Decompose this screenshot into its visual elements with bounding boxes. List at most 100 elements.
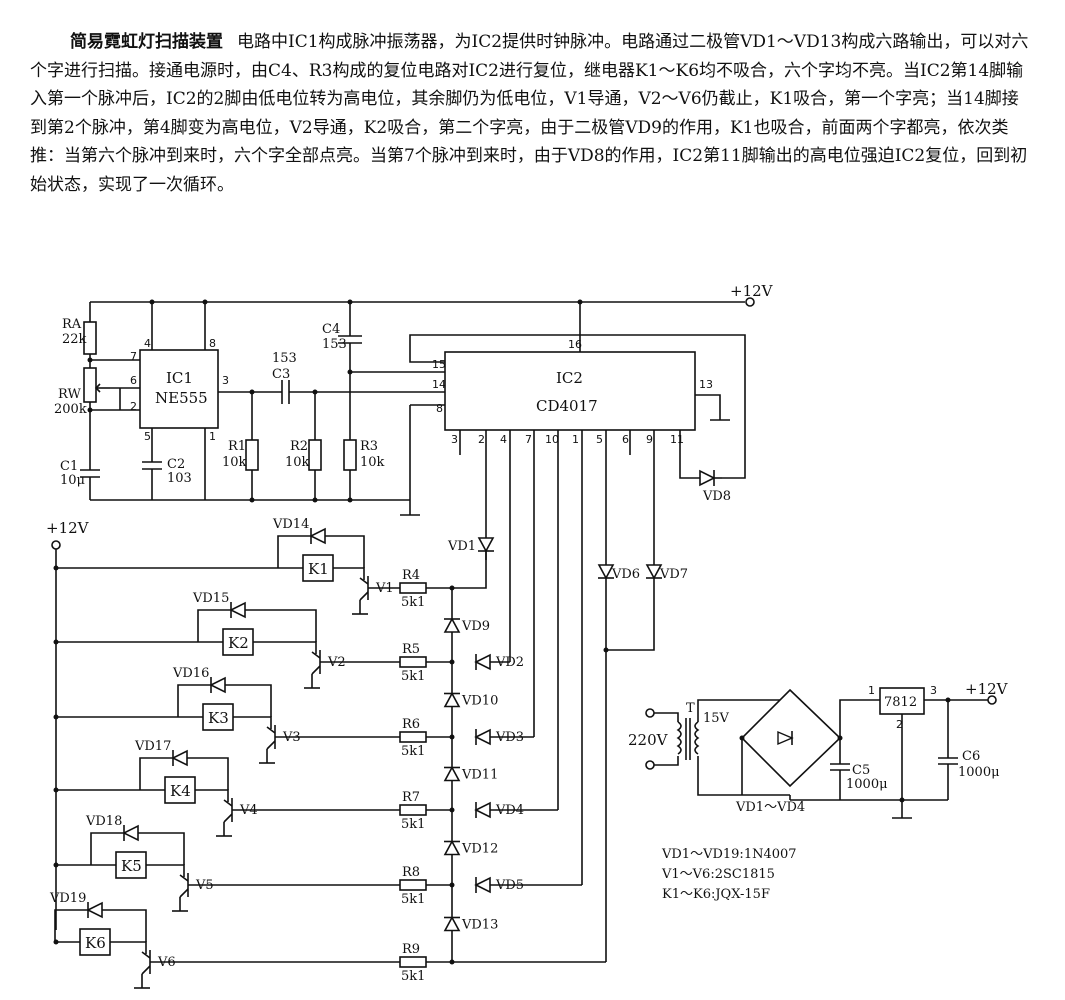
resistor-ra: RA 22k	[62, 317, 97, 368]
resistor-r3: R3 10k	[343, 343, 445, 500]
transformer-label: T	[686, 701, 695, 716]
description-title: 简易霓虹灯扫描装置	[70, 32, 223, 52]
ic1-pin-4: 4	[144, 337, 151, 350]
vd15-label: VD15	[192, 591, 229, 606]
c3-label: C3	[272, 367, 290, 382]
capacitor-c1: C1 10μ	[60, 459, 100, 500]
r6-label: R6	[402, 717, 420, 732]
relay-k2-label: K2	[228, 634, 249, 652]
transistor-v6: V6	[134, 950, 176, 989]
vd12-label: VD12	[461, 842, 498, 857]
relay-k5-label: K5	[121, 857, 142, 875]
vd4-label: VD4	[495, 803, 524, 818]
relay-k3-label: K3	[208, 709, 229, 727]
ic2-pin-15: 15	[432, 358, 446, 371]
ic2-pin-2: 2	[478, 433, 485, 446]
ic2-pin-11: 11	[670, 433, 684, 446]
rw-value: 200k	[54, 402, 87, 417]
c2-value: 103	[167, 471, 192, 486]
regulator-label: 7812	[884, 695, 917, 710]
parts-list-transistors: V1～V6:2SC1815	[661, 867, 775, 882]
vd14-label: VD14	[272, 517, 309, 532]
r2-value: 10k	[285, 455, 310, 470]
c3-value: 153	[272, 351, 297, 366]
c4-value: 153	[322, 337, 347, 352]
diode-vd8: VD8	[699, 469, 731, 504]
c5-label: C5	[852, 763, 870, 778]
parts-list-relays: K1～K6:JQX-15F	[662, 887, 770, 902]
r5-value: 5k1	[401, 669, 425, 684]
resistor-r2: R2 10k	[285, 392, 322, 500]
potentiometer-rw: RW 200k	[54, 367, 110, 470]
vd17-label: VD17	[134, 739, 171, 754]
parts-list-diodes: VD1～VD19:1N4007	[661, 847, 797, 862]
ic1-pin-3: 3	[222, 374, 229, 387]
ic2-part: CD4017	[536, 397, 598, 415]
capacitor-c4: C4 153	[322, 302, 362, 352]
ic2-pin-10: 10	[545, 433, 559, 446]
power-supply: 220V T 15V VD1～VD4 C5 1000μ 7812 1 2 3	[628, 680, 1009, 819]
transistor-v2: V2	[304, 650, 346, 689]
bridge-label: VD1～VD4	[735, 800, 805, 815]
relay-k4-label: K4	[170, 782, 191, 800]
r4-label: R4	[402, 568, 420, 583]
ic1-pin-7: 7	[130, 350, 137, 363]
vd10-label: VD10	[461, 694, 498, 709]
ic2-pin-14: 14	[432, 378, 446, 391]
c5-value: 1000μ	[846, 777, 888, 792]
ground-rail-ic1	[90, 405, 420, 516]
secondary-voltage: 15V	[703, 711, 730, 726]
ic2-pin-3: 3	[451, 433, 458, 446]
ic1-pin-6: 6	[130, 374, 137, 387]
relay-k4	[164, 776, 196, 804]
c1-label: C1	[60, 459, 78, 474]
r9-value: 5k1	[401, 969, 425, 984]
r4-value: 5k1	[401, 595, 425, 610]
capacitor-c2: C2 103	[142, 457, 192, 500]
ra-label: RA	[62, 317, 82, 332]
relay-k6	[79, 928, 111, 956]
ra-value: 22k	[62, 332, 87, 347]
diode-vd6: VD6	[597, 555, 640, 962]
ic2-pin-13: 13	[699, 378, 713, 391]
c2-label: C2	[167, 457, 185, 472]
top-supply-rail: +12V	[89, 282, 774, 322]
ic2-pin-16: 16	[568, 338, 582, 351]
r7-label: R7	[402, 790, 420, 805]
regulated-output-label: +12V	[965, 680, 1009, 698]
capacitor-c3: 153 C3	[272, 351, 445, 404]
ic1-pin-2: 2	[130, 400, 137, 413]
ic1-ne555: IC1 NE555 4 8 7 6 2 3 5 1	[90, 302, 282, 500]
vd19-label: VD19	[49, 891, 86, 906]
regulator-pin-1: 1	[868, 684, 875, 697]
ic1-pin-8: 8	[209, 337, 216, 350]
r2-label: R2	[290, 439, 308, 454]
relay-k1-label: K1	[308, 560, 329, 578]
top-supply-label: +12V	[730, 282, 774, 300]
r3-value: 10k	[360, 455, 385, 470]
r5-label: R5	[402, 642, 420, 657]
r1-value: 10k	[222, 455, 247, 470]
vd6-label: VD6	[611, 567, 640, 582]
ic1-part: NE555	[155, 389, 208, 407]
vd9-label: VD9	[461, 619, 490, 634]
description-body: 电路中IC1构成脉冲振荡器，为IC2提供时钟脉冲。电路通过二极管VD1～VD13…	[30, 32, 1029, 195]
r8-label: R8	[402, 865, 420, 880]
transistor-v5: V5	[172, 873, 214, 912]
vd16-label: VD16	[172, 666, 209, 681]
r1-label: R1	[228, 439, 246, 454]
vd1-label: VD1	[447, 539, 476, 554]
vd8-label: VD8	[702, 489, 731, 504]
regulator-pin-2: 2	[896, 718, 903, 731]
vd5-label: VD5	[495, 878, 524, 893]
resistor-r1: R1 10k	[222, 392, 259, 500]
ic1-pin-1: 1	[209, 430, 216, 443]
ic2-pin-4: 4	[500, 433, 507, 446]
